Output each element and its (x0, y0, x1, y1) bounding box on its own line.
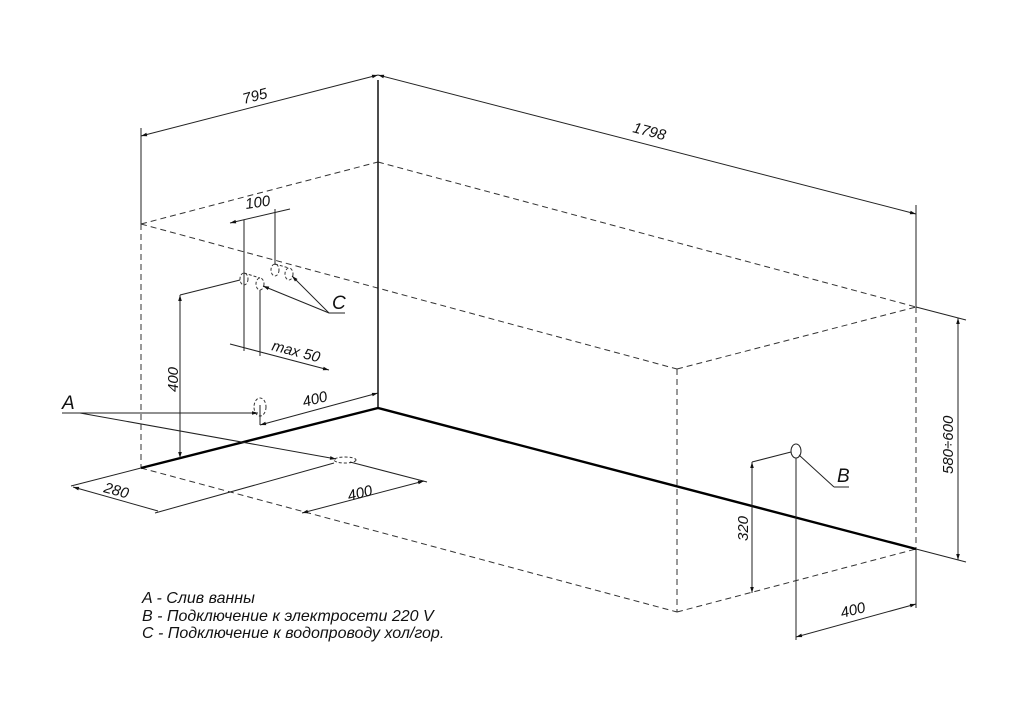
dimension-length: 1798 (377, 74, 917, 307)
dimension-c-offset-label: max 50 (270, 337, 323, 366)
label-a: A (61, 393, 75, 414)
dimension-height: 580÷600 (915, 306, 967, 563)
legend-item-b: B - Подключение к электросети 220 V (142, 607, 434, 625)
water-connection-c: C (239, 263, 346, 314)
dimension-a-wall-offset-label: 400 (301, 388, 330, 411)
dimension-b-offset-label: 400 (839, 599, 868, 622)
dimension-height-label: 580÷600 (940, 415, 957, 474)
label-c: C (332, 293, 346, 314)
dimension-c-spacing-label: 100 (244, 193, 272, 213)
legend: A - Слив ванны B - Подключение к электро… (142, 590, 444, 643)
dimension-a-floor-depth-label: 280 (101, 479, 131, 502)
label-b: B (837, 466, 850, 487)
dimension-width-label: 795 (241, 85, 270, 108)
dimension-length-label: 1798 (631, 119, 668, 144)
dimension-width: 795 (140, 74, 379, 224)
legend-item-a: A - Слив ванны (142, 590, 255, 607)
dimension-a-floor-depth: 280 (70, 462, 335, 514)
electric-b: B (790, 443, 850, 488)
dimension-a-floor-offset-label: 400 (346, 482, 375, 505)
dimension-b-height-label: 320 (735, 515, 752, 541)
dimension-a-floor-offset: 400 (301, 461, 428, 514)
legend-item-c: C - Подключение к водопроводу хол/гор. (142, 625, 445, 642)
drain-a: A (61, 393, 357, 464)
dimension-b-offset: 400 (795, 458, 917, 640)
dimension-b-height: 320 (735, 451, 792, 593)
dimension-a-wall-offset: 400 (259, 388, 379, 426)
bathtub-box (140, 80, 917, 613)
dimension-c-spacing: 100 (229, 193, 291, 351)
dimension-c-height: 400 (165, 279, 241, 458)
dimension-c-offset: max 50 (229, 290, 330, 371)
dimension-c-height-label: 400 (165, 366, 182, 392)
